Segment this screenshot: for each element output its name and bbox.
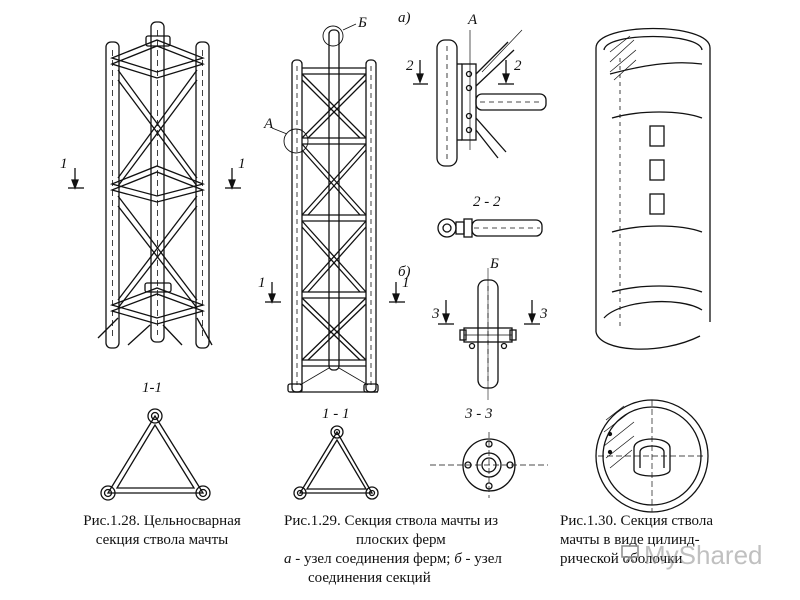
fig129-section-label: 1 - 1 [322,406,350,422]
detail-a-mark: а) [398,10,411,26]
detail-a-node [413,29,547,167]
fig129-key-b-text: узел [470,551,502,567]
watermark-text: MyShared [644,540,763,570]
fig129-node-a-label: А [263,116,274,132]
section-3-3-label: 3 - 3 [464,406,493,422]
fig129-cross-section [293,425,379,500]
detail-b-cut-left: 3 [431,306,440,322]
section-2-2-label: 2 - 2 [473,194,501,210]
detail-b-node [438,268,540,400]
fig128-cut-right-label: 1 [238,156,246,172]
fig129-caption: Рис.1.29. Секция ствола мачты из плоских… [284,512,554,588]
presentation-icon [621,545,639,563]
detail-b-cut-right: 3 [539,306,548,322]
fig128-section-label: 1-1 [142,380,162,396]
fig128-caption-line2: секция ствола мачты [95,532,229,548]
fig128-cut-left-label: 1 [60,156,68,172]
detail-b-mark: б) [398,264,411,280]
fig128-caption-line1: Рис.1.28. Цельносварная [83,513,241,529]
fig129-caption-line3: а - узел соединения ферм; б - узел [284,550,554,569]
fig129-key-a-text: узел соединения ферм; [300,551,455,567]
fig129-truss-section [265,23,405,393]
fig128-cross-section [100,408,211,501]
fig130-caption-line2: мачты в виде цилинд- [560,532,700,548]
detail-a-cut-left: 2 [406,58,414,74]
section-3-3 [430,432,548,498]
detail-a-title: А [467,12,478,28]
fig129-cut-right-label: 1 [402,275,410,291]
detail-b-title: Б [489,256,499,272]
fig128-welded-section [68,21,241,349]
fig130-caption-line1: Рис.1.30. Секция ствола [560,513,714,529]
fig130-caption-line3: рической оболочки [560,551,683,567]
detail-a-cut-right: 2 [514,58,522,74]
fig129-key-a: а - [284,551,301,567]
fig129-caption-line1: Рис.1.29. Секция ствола мачты из [284,513,499,529]
fig129-cut-left-label: 1 [258,275,266,291]
section-2-2 [437,218,543,238]
fig130-cylinder-shell [595,27,711,350]
fig129-node-b-label: Б [357,15,367,31]
fig129-caption-line2: плоских ферм [356,532,446,548]
fig130-cross-section [595,399,709,513]
fig128-caption: Рис.1.28. Цельносварная секция ствола ма… [68,512,256,550]
fig129-caption-line4: соединения секций [308,570,431,586]
fig129-key-b: б - [454,551,471,567]
fig130-caption: Рис.1.30. Секция ствола мачты в виде цил… [560,512,760,569]
